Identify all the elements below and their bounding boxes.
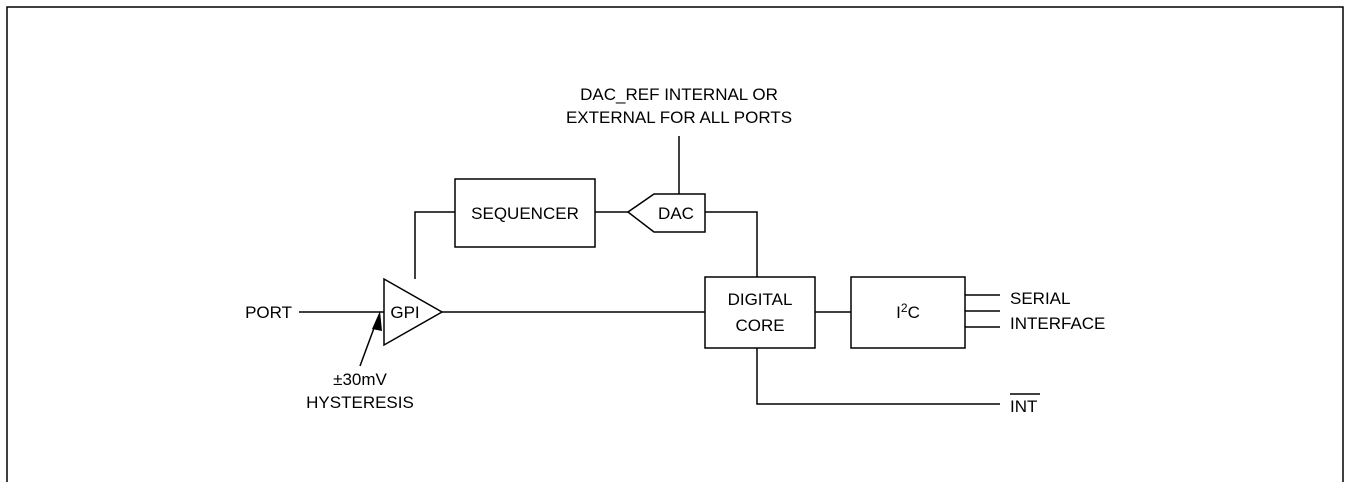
- digital-core-label-line2: CORE: [735, 316, 784, 335]
- i2c-label-tail: C: [908, 303, 920, 322]
- dac-label: DAC: [658, 204, 694, 223]
- i2c-label-superscript: 2: [901, 301, 908, 315]
- i2c-label-base: I: [896, 303, 901, 322]
- digital-core-label-line1: DIGITAL: [728, 290, 793, 309]
- int-wire: [756, 348, 1000, 405]
- hysteresis-arrowhead: [372, 311, 382, 331]
- gpi-amplifier: [383, 277, 444, 347]
- sequencer-block: [454, 178, 596, 248]
- serial-label-line2: INTERFACE: [1010, 314, 1105, 333]
- dac-ref-label-line1: DAC_REF INTERNAL OR: [580, 85, 778, 104]
- i2c-block: [850, 276, 966, 349]
- dac-to-core-wire: [705, 211, 758, 277]
- digital-core-block: [704, 276, 816, 349]
- hysteresis-label-line2: HYSTERESIS: [306, 393, 414, 412]
- port-label: PORT: [245, 303, 292, 322]
- int-label: INT: [1010, 397, 1037, 416]
- dac-block: [626, 193, 706, 233]
- diagram-frame: [6, 6, 1344, 482]
- hysteresis-label-line1: ±30mV: [333, 370, 387, 389]
- gpi-to-sequencer-wire: [414, 211, 455, 279]
- gpi-label: GPI: [390, 303, 419, 322]
- dac-ref-label-line2: EXTERNAL FOR ALL PORTS: [566, 108, 792, 127]
- i2c-label: I2C: [896, 301, 920, 322]
- sequencer-label: SEQUENCER: [471, 204, 579, 223]
- serial-label-line1: SERIAL: [1010, 289, 1070, 308]
